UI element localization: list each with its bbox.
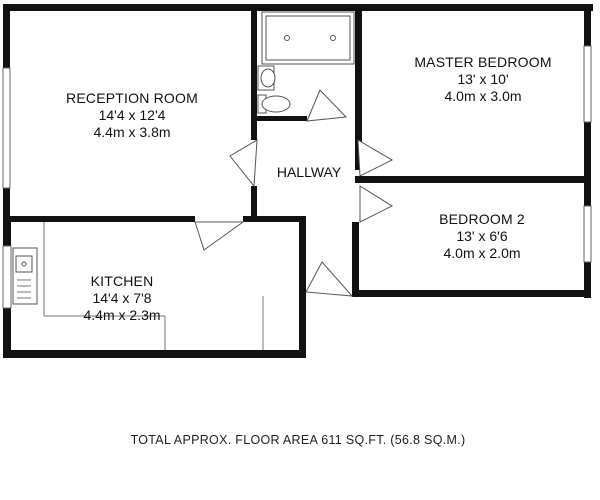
wall-bedroom2-bottom (352, 290, 591, 297)
wall-bathroom-right (355, 4, 362, 170)
wall-reception-hall-upper (251, 4, 257, 140)
window-reception (2, 67, 11, 189)
wall-right (584, 4, 591, 298)
wall-kitchen-hall (243, 216, 306, 222)
window-kitchen (2, 245, 12, 309)
window-master-bedroom (583, 45, 592, 123)
window-bedroom2 (583, 205, 592, 263)
washbasin-bowl-icon (260, 68, 276, 88)
room-size-imperial-reception: 14'4 x 12'4 (99, 107, 166, 123)
room-reception: RECEPTION ROOM 14'4 x 12'4 4.4m x 3.8m (66, 90, 198, 140)
room-size-metric-reception: 4.4m x 3.8m (93, 124, 170, 140)
door-bedroom2 (359, 185, 394, 223)
wall-bedroom2-left (352, 222, 359, 296)
wall-reception-hall-lower (251, 186, 257, 220)
room-kitchen: KITCHEN 14'4 x 7'8 4.4m x 2.3m (83, 273, 160, 323)
windows (2, 45, 592, 309)
room-size-metric-kitchen: 4.4m x 2.3m (83, 307, 160, 323)
room-bedroom2: BEDROOM 2 13' x 6'6 4.0m x 2.0m (439, 211, 525, 261)
bathroom-fixtures (257, 11, 355, 114)
door-reception (229, 139, 258, 188)
room-size-imperial-bedroom2: 13' x 6'6 (456, 228, 507, 244)
room-name-master-bedroom: MASTER BEDROOM (414, 54, 551, 70)
wall-kitchen-bottom (3, 350, 305, 358)
door-kitchen (194, 221, 245, 251)
room-name-hallway: HALLWAY (277, 164, 342, 180)
door-entrance (305, 261, 354, 297)
room-size-imperial-kitchen: 14'4 x 7'8 (92, 290, 151, 306)
toilet-bowl-icon (261, 95, 291, 113)
total-floor-area: TOTAL APPROX. FLOOR AREA 611 SQ.FT. (56.… (131, 433, 466, 447)
door-master-bedroom (357, 139, 394, 177)
wall-top (3, 4, 593, 11)
room-name-kitchen: KITCHEN (91, 273, 154, 289)
shower-head-icon (284, 35, 290, 41)
room-name-bedroom2: BEDROOM 2 (439, 211, 525, 227)
wall-reception-kitchen (3, 216, 195, 222)
room-size-metric-bedroom2: 4.0m x 2.0m (443, 245, 520, 261)
kitchen-fixtures (12, 222, 166, 350)
wall-master-bottom (355, 176, 591, 183)
room-name-reception: RECEPTION ROOM (66, 90, 198, 106)
room-size-imperial-master-bedroom: 13' x 10' (457, 71, 508, 87)
sink-drain-icon (21, 261, 27, 267)
wall-kitchen-right (299, 220, 306, 358)
shower-inner (265, 15, 351, 61)
room-size-metric-master-bedroom: 4.0m x 3.0m (444, 88, 521, 104)
doors (194, 89, 394, 297)
room-master-bedroom: MASTER BEDROOM 13' x 10' 4.0m x 3.0m (414, 54, 551, 104)
door-bathroom (306, 89, 348, 122)
wall-bathroom-bottom (257, 116, 307, 121)
shower-drain-icon (330, 35, 336, 41)
